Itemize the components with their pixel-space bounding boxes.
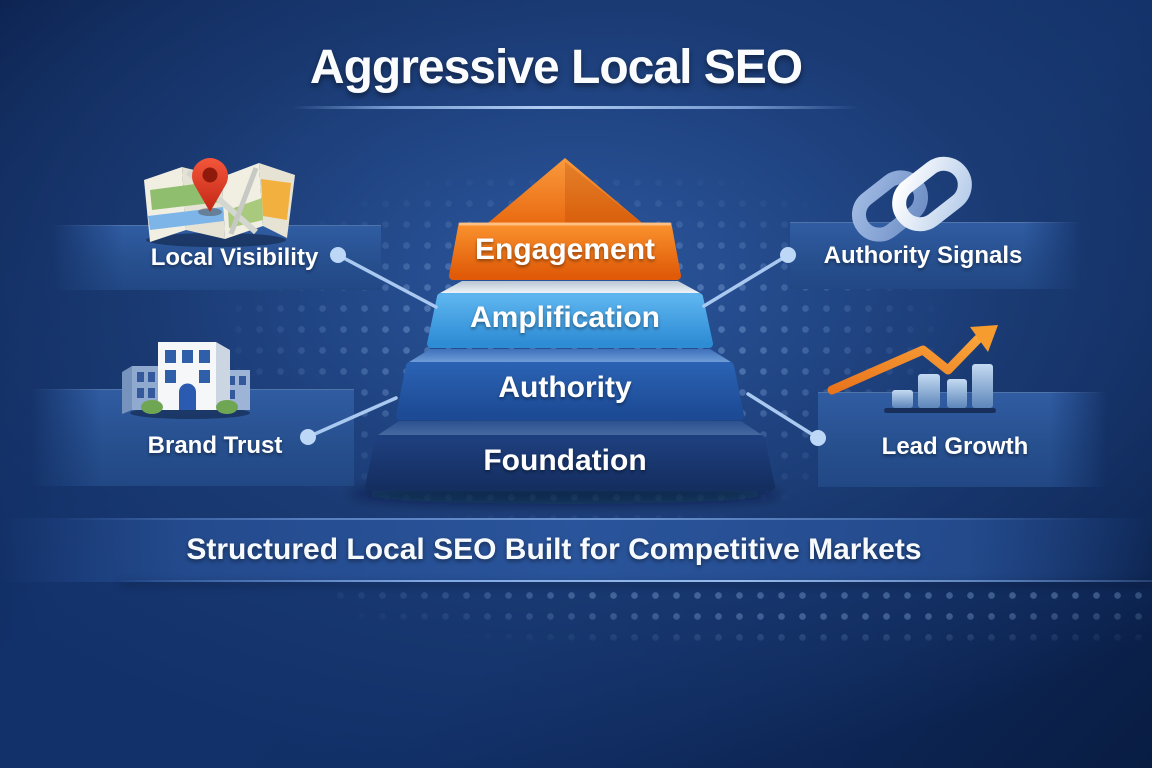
callout-panel-local-visibility: Local Visibility <box>50 225 381 290</box>
page-title: Aggressive Local SEO <box>309 41 803 94</box>
layer-authority-topface <box>409 349 731 362</box>
office-building-icon <box>110 320 268 422</box>
layer-authority-face <box>396 362 744 420</box>
connector-lead-growth <box>746 392 820 440</box>
folded-map-pin-icon <box>136 148 304 252</box>
callout-panel-lead-growth: Lead Growth <box>818 392 1108 487</box>
layer-label-authority: Authority <box>498 371 632 404</box>
callout-label-brand-trust: Brand Trust <box>147 432 283 459</box>
callout-panel-authority-signals: Authority Signals <box>790 222 1082 289</box>
layer-engagement-face <box>449 223 681 280</box>
title-underline <box>292 106 858 109</box>
callout-label-lead-growth: Lead Growth <box>881 433 1029 460</box>
connector-brand-trust <box>306 396 398 439</box>
pyramid-apex-shade <box>565 162 648 228</box>
layer-amplification-face <box>427 293 713 348</box>
growth-bar-chart-icon <box>826 320 1002 422</box>
subtitle-band: Structured Local SEO Built for Competiti… <box>0 518 1152 582</box>
connector-dot-authority-signals <box>780 247 796 263</box>
connector-dot-brand-trust <box>300 429 316 445</box>
connector-dot-local-visibility <box>330 247 346 263</box>
layer-foundation-topface <box>378 421 762 435</box>
callout-label-local-visibility: Local Visibility <box>150 244 319 271</box>
layer-label-foundation: Foundation <box>483 444 647 477</box>
chain-links-icon <box>842 150 982 252</box>
connector-authority-signals <box>702 253 790 308</box>
connector-local-visibility <box>336 253 438 309</box>
connector-dot-lead-growth <box>810 430 826 446</box>
layer-label-amplification: Amplification <box>469 301 661 334</box>
subtitle-text: Structured Local SEO Built for Competiti… <box>186 533 922 566</box>
layer-foundation-face <box>365 435 775 491</box>
layer-label-engagement: Engagement <box>474 233 656 266</box>
callout-label-authority-signals: Authority Signals <box>823 242 1023 269</box>
layer-amplification-topface <box>440 281 700 293</box>
pyramid-apex <box>482 158 648 228</box>
